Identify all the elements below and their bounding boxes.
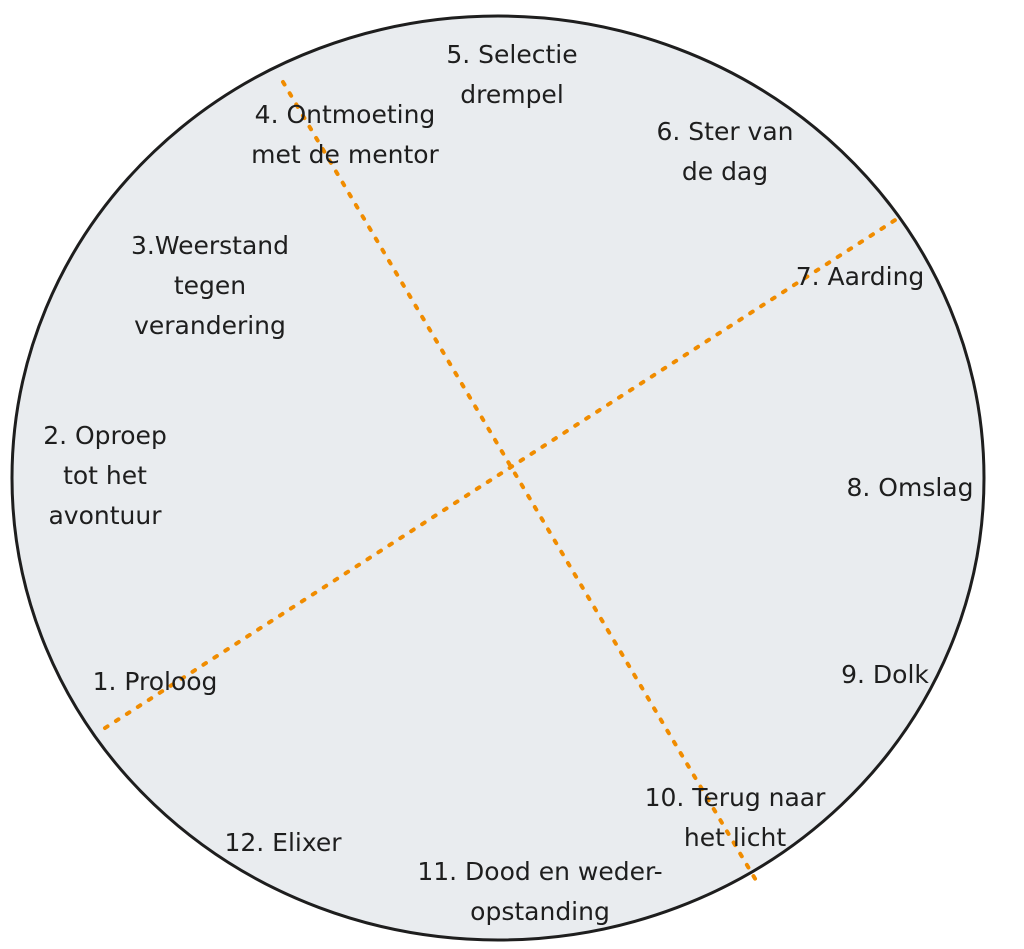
- stage-label-8: 8. Omslag: [847, 468, 974, 508]
- stage-label-11: 11. Dood en weder-opstanding: [417, 852, 662, 932]
- stage-label-line: de dag: [681, 157, 769, 186]
- stage-label-5: 5. Selectie drempel: [446, 35, 577, 115]
- stage-label-line: 2. Oproep: [43, 421, 167, 450]
- stage-label-line: avontuur: [48, 501, 162, 530]
- stage-label-3: 3.Weerstand tegen verandering: [131, 226, 289, 346]
- stage-label-line: verandering: [134, 311, 286, 340]
- wheel-circle: [10, 14, 986, 942]
- stage-label-line: 7. Aarding: [795, 262, 925, 291]
- stage-label-line: tegen: [173, 271, 247, 300]
- stage-label-line: het licht: [683, 823, 787, 852]
- stage-label-line: 4. Ontmoeting: [254, 100, 436, 129]
- stage-label-line: 11. Dood en weder-: [417, 857, 663, 886]
- stage-label-line: met de mentor: [251, 140, 439, 169]
- stage-label-line: 12. Elixer: [224, 828, 342, 857]
- stage-label-7: 7. Aarding: [796, 257, 925, 297]
- stage-label-line: 1. Proloog: [92, 667, 218, 696]
- stage-label-line: drempel: [460, 80, 564, 109]
- stage-label-line: 3.Weerstand: [130, 231, 290, 260]
- stage-label-4: 4. Ontmoeting met de mentor: [251, 95, 439, 175]
- stage-label-12: 12. Elixer: [224, 823, 341, 863]
- stage-label-line: opstanding: [470, 897, 610, 926]
- stage-label-line: 8. Omslag: [846, 473, 974, 502]
- stage-label-1: 1. Proloog: [93, 662, 218, 702]
- stage-label-line: 5. Selectie: [446, 40, 578, 69]
- axis-line-4-10: [281, 80, 759, 884]
- stage-label-line: 9. Dolk: [841, 660, 929, 689]
- axis-line-1-7: [103, 213, 905, 730]
- stage-label-line: tot het: [63, 461, 147, 490]
- stage-label-10: 10. Terug naar het licht: [645, 778, 826, 858]
- stage-label-2: 2. Oproep tot het avontuur: [43, 416, 167, 536]
- stage-label-9: 9. Dolk: [841, 655, 929, 695]
- stage-label-line: 10. Terug naar: [644, 783, 826, 812]
- stage-label-6: 6. Ster van de dag: [656, 112, 793, 192]
- stage-label-line: 6. Ster van: [656, 117, 794, 146]
